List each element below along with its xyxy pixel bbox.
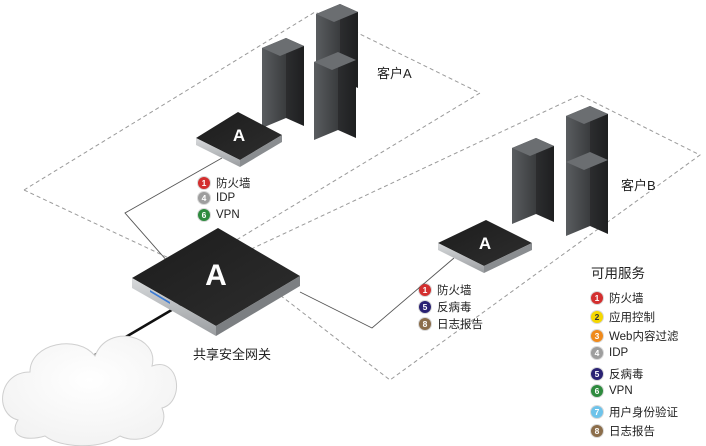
- legend-badge: 6: [591, 385, 603, 397]
- legend-item-vpn: 6 VPN: [591, 385, 633, 397]
- customer-a-label: 客户A: [377, 66, 412, 81]
- service-name: 反病毒: [437, 302, 472, 314]
- legend-item-label: Web内容过滤: [609, 331, 679, 343]
- service-badge: 8: [419, 318, 431, 330]
- firewall-b-service-antivirus: 5 反病毒: [419, 299, 472, 315]
- firewall-b-service-firewall: 1 防火墙: [419, 282, 472, 298]
- legend-item-label: 防火墙: [609, 293, 644, 305]
- legend-item-firewall: 1 防火墙: [591, 290, 644, 306]
- legend-badge: 4: [591, 347, 603, 359]
- firewall-a-service-vpn: 6 VPN: [198, 209, 240, 221]
- link-gateway-to-firewall-a: [124, 157, 223, 263]
- service-badge: 5: [419, 301, 431, 313]
- service-name: VPN: [216, 209, 240, 221]
- service-name: 防火墙: [216, 178, 251, 190]
- gateway-logo: A: [205, 259, 227, 292]
- zone-customer-a: [22, 11, 482, 269]
- legend-item-label: 反病毒: [609, 369, 644, 381]
- firewall-b-logo: A: [479, 234, 491, 253]
- shared-gateway-appliance: A: [132, 228, 300, 336]
- legend-item-label: IDP: [609, 347, 629, 359]
- firewall-a-service-idp: 4 IDP: [198, 192, 235, 204]
- service-badge: 1: [419, 284, 431, 296]
- firewall-appliance-a: A: [196, 112, 282, 167]
- customer-b-label: 客户B: [621, 178, 656, 193]
- legend-item-label: 用户身份验证: [609, 407, 678, 419]
- service-badge: 4: [198, 192, 210, 204]
- firewall-appliance-b: A: [438, 220, 532, 273]
- service-badge: 6: [198, 209, 210, 221]
- legend-item-log-report: 8 日志报告: [591, 423, 655, 439]
- server-rack-b3: [566, 152, 608, 236]
- server-rack-a1: [262, 38, 304, 128]
- firewall-a-logo: A: [233, 126, 245, 145]
- legend-item-label: VPN: [609, 385, 633, 397]
- legend-item-app-control: 2 应用控制: [591, 309, 655, 325]
- service-name: 防火墙: [437, 285, 472, 297]
- legend-item-label: 应用控制: [609, 312, 655, 324]
- connection-lines: [124, 157, 455, 329]
- legend-item-label: 日志报告: [609, 426, 655, 438]
- legend-badge: 1: [591, 292, 603, 304]
- link-gateway-to-firewall-b: [299, 257, 455, 329]
- legend-item-idp: 4 IDP: [591, 347, 628, 359]
- legend-badge: 5: [591, 368, 603, 380]
- legend-badge: 8: [591, 425, 603, 437]
- zone-customer-b: [231, 94, 701, 381]
- service-name: 日志报告: [437, 319, 483, 331]
- legend-badge: 3: [591, 330, 603, 342]
- server-rack-b1: [512, 138, 554, 224]
- cloud-shape: [2, 335, 177, 446]
- service-badge: 1: [198, 177, 210, 189]
- legend-item-web-filter: 3 Web内容过滤: [591, 328, 678, 344]
- legend-item-antivirus: 5 反病毒: [591, 366, 644, 382]
- firewall-b-service-log-report: 8 日志报告: [419, 316, 483, 332]
- server-rack-a3: [314, 52, 356, 140]
- legend-badge: 7: [591, 406, 603, 418]
- legend-item-user-auth: 7 用户身份验证: [591, 404, 678, 420]
- firewall-a-service-firewall: 1 防火墙: [198, 175, 251, 191]
- legend-title: 可用服务: [591, 266, 645, 281]
- legend-badge: 2: [591, 311, 603, 323]
- gateway-label: 共享安全网关: [193, 347, 272, 362]
- service-name: IDP: [216, 192, 236, 204]
